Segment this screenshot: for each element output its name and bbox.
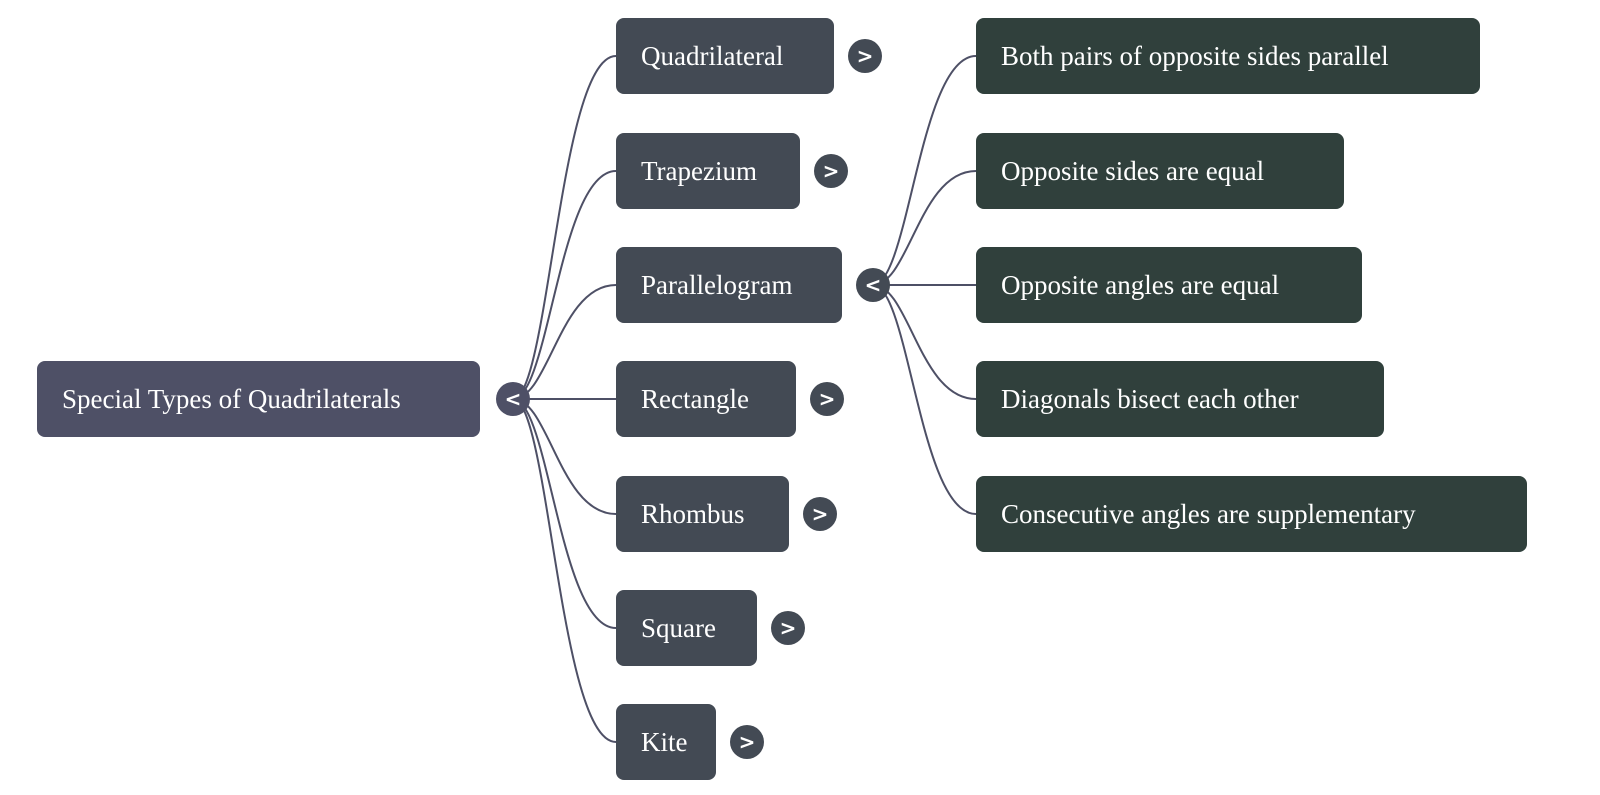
root-node-label: Special Types of Quadrilaterals <box>62 383 401 414</box>
expand-toggle-kite[interactable]: > <box>730 725 764 759</box>
expand-icon: > <box>779 616 797 640</box>
edge-root-to-trapezium <box>512 170 617 400</box>
node-label: Rhombus <box>641 498 745 529</box>
expand-toggle-rectangle[interactable]: > <box>810 382 844 416</box>
edge-root-to-square <box>512 398 617 629</box>
node-trapezium[interactable]: Trapezium <box>616 133 800 209</box>
edge-root-to-kite <box>512 398 617 743</box>
node-rectangle[interactable]: Rectangle <box>616 361 796 437</box>
root-node[interactable]: Special Types of Quadrilaterals <box>37 361 480 437</box>
node-property-diagonals-bisect[interactable]: Diagonals bisect each other <box>976 361 1384 437</box>
expand-icon: > <box>856 44 874 68</box>
edge-root-to-quadrilateral <box>512 55 617 400</box>
node-parallelogram[interactable]: Parallelogram <box>616 247 842 323</box>
node-rhombus[interactable]: Rhombus <box>616 476 789 552</box>
expand-icon: > <box>738 730 756 754</box>
root-collapse-toggle[interactable]: < <box>496 382 530 416</box>
node-property-opposite-sides-equal[interactable]: Opposite sides are equal <box>976 133 1344 209</box>
collapse-icon: < <box>504 387 522 411</box>
expand-toggle-square[interactable]: > <box>771 611 805 645</box>
edge-parallelogram-to-property-0 <box>872 55 977 286</box>
expand-toggle-trapezium[interactable]: > <box>814 154 848 188</box>
expand-icon: > <box>822 159 840 183</box>
node-label: Kite <box>641 726 688 757</box>
node-label: Both pairs of opposite sides parallel <box>1001 40 1389 71</box>
expand-toggle-quadrilateral[interactable]: > <box>848 39 882 73</box>
node-label: Rectangle <box>641 383 749 414</box>
edge-parallelogram-to-property-4 <box>872 284 977 515</box>
node-label: Consecutive angles are supplementary <box>1001 498 1416 529</box>
node-property-opposite-angles-equal[interactable]: Opposite angles are equal <box>976 247 1362 323</box>
node-label: Quadrilateral <box>641 40 784 71</box>
expand-toggle-rhombus[interactable]: > <box>803 497 837 531</box>
node-label: Opposite sides are equal <box>1001 155 1265 186</box>
node-square[interactable]: Square <box>616 590 757 666</box>
node-property-consecutive-angles-supplementary[interactable]: Consecutive angles are supplementary <box>976 476 1527 552</box>
node-quadrilateral[interactable]: Quadrilateral <box>616 18 834 94</box>
node-label: Diagonals bisect each other <box>1001 383 1299 414</box>
node-property-opposite-sides-parallel[interactable]: Both pairs of opposite sides parallel <box>976 18 1480 94</box>
node-label: Trapezium <box>641 155 757 186</box>
expand-icon: > <box>811 502 829 526</box>
collapse-toggle-parallelogram[interactable]: < <box>856 268 890 302</box>
node-label: Parallelogram <box>641 269 793 300</box>
collapse-icon: < <box>864 273 882 297</box>
node-kite[interactable]: Kite <box>616 704 716 780</box>
node-label: Opposite angles are equal <box>1001 269 1280 300</box>
expand-icon: > <box>818 387 836 411</box>
node-label: Square <box>641 612 716 643</box>
